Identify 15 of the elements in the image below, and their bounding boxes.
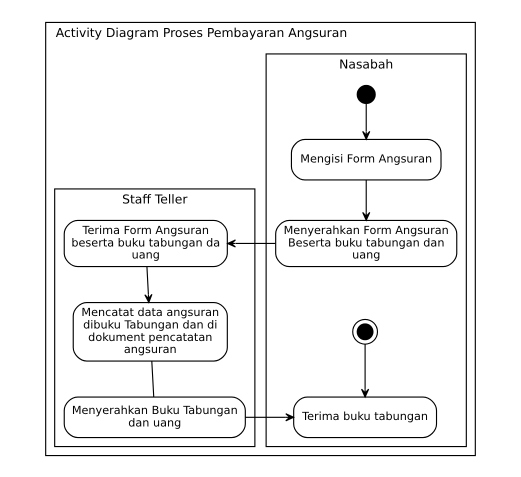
arrow <box>227 238 276 248</box>
node-box: Mencatat data angsuran dibuku Tabungan dan di dokument pencatatan angsuran <box>72 301 228 362</box>
node-box: Terima Form Angsuran beserta buku tabungan da uang <box>64 219 228 267</box>
node-box: Menyerahkan Form Angsuran Beserta buku tabungan dan uang <box>275 219 458 267</box>
arrow <box>362 103 370 140</box>
node-circle <box>356 84 376 104</box>
node-box: Menyerahkan Buku Tabungan dan uang <box>64 396 246 438</box>
arrow <box>246 412 294 421</box>
node-circle <box>352 318 378 344</box>
node-box: Terima buku tabungan <box>293 396 438 438</box>
arrow <box>361 344 370 398</box>
node-box: Mengisi Form Angsuran <box>290 138 442 180</box>
arrow <box>362 180 370 220</box>
arrow <box>144 266 152 302</box>
connector <box>151 360 154 396</box>
